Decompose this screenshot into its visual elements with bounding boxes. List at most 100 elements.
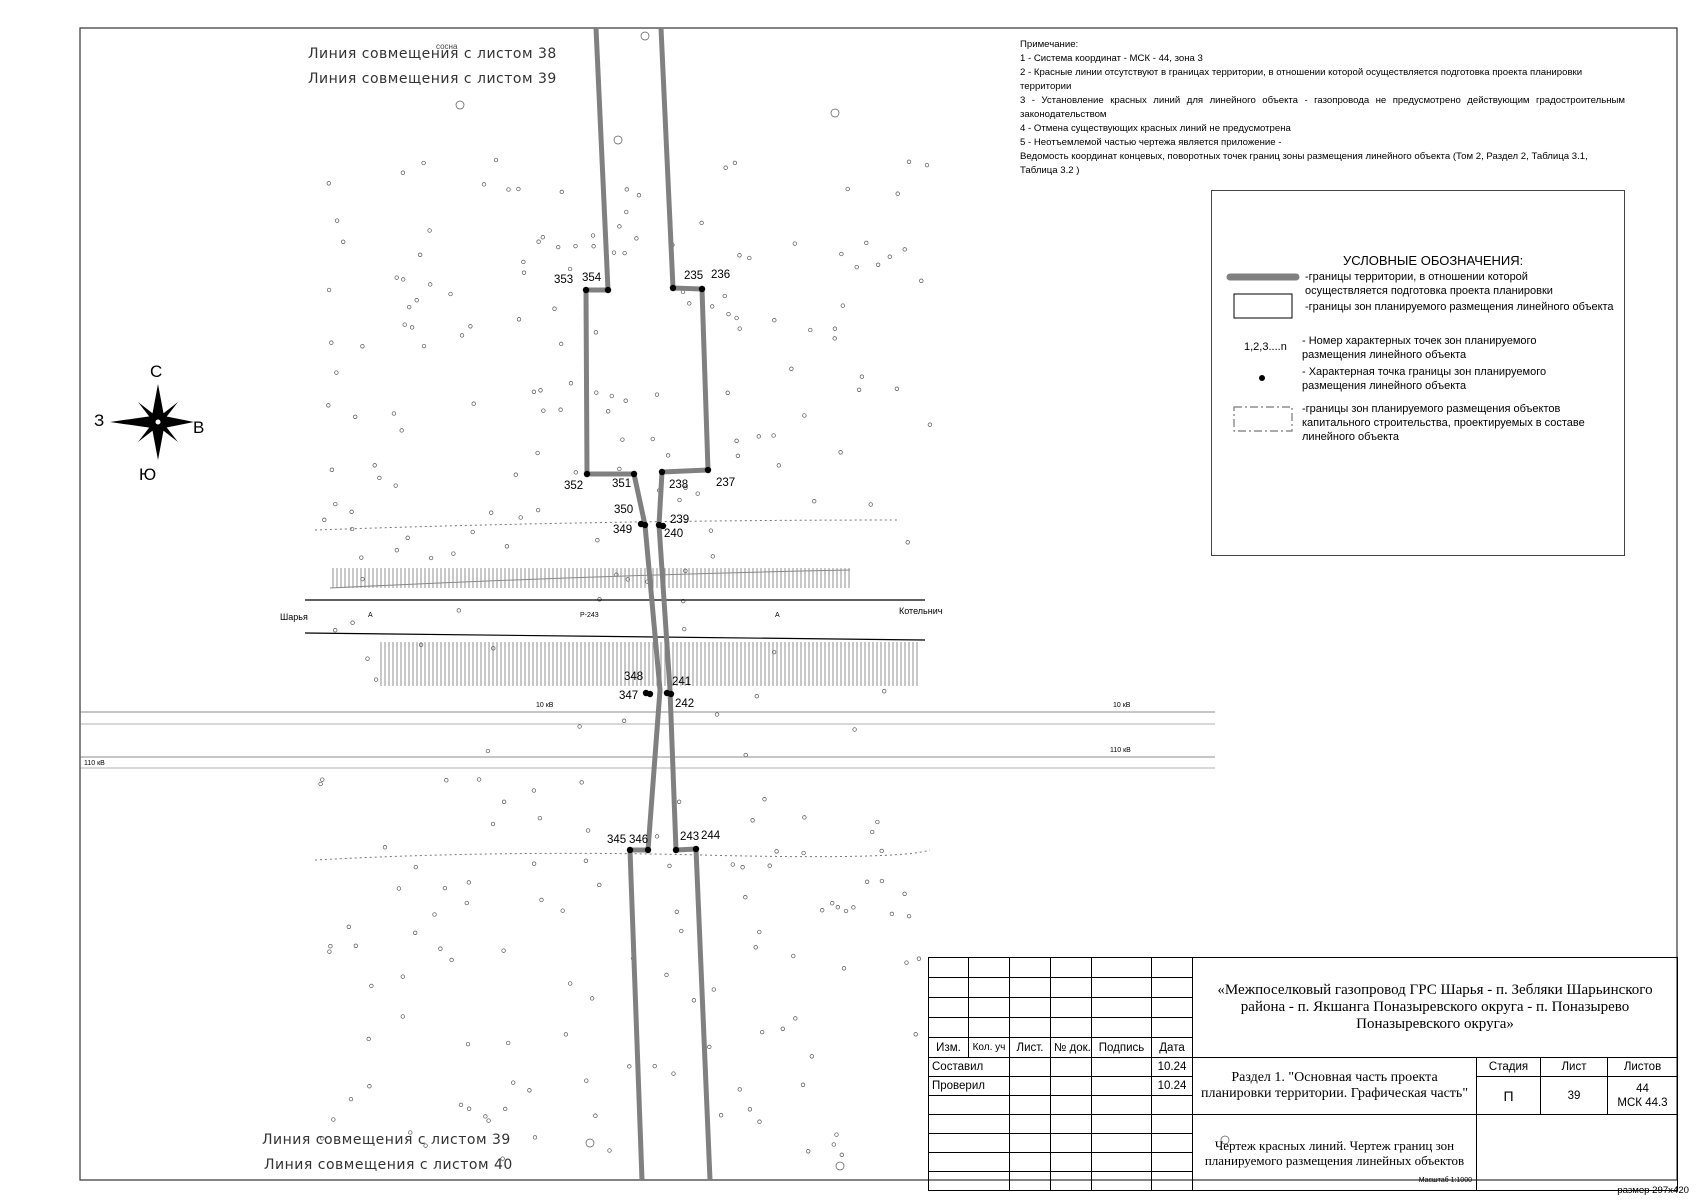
survey-dot (329, 340, 334, 345)
header-izm: Изм. (928, 1037, 969, 1058)
survey-dot (449, 957, 454, 963)
survey-dot (757, 1119, 762, 1124)
survey-dot (320, 777, 325, 782)
survey-dot (501, 948, 506, 953)
compass-south: Ю (139, 465, 157, 484)
point-label: 354 (582, 272, 602, 284)
survey-dot (485, 748, 491, 754)
survey-dot (839, 1152, 844, 1157)
boundary-point (667, 690, 675, 698)
survey-dot (737, 326, 742, 331)
survey-dot (401, 277, 406, 282)
survey-dot (563, 1032, 569, 1037)
survey-dot (808, 327, 813, 333)
point-label: 353 (554, 274, 574, 286)
drawing-title: Чертеж красных линий. Чертеж границ зон … (1204, 1137, 1465, 1168)
boundary-point (641, 521, 649, 529)
boundary-point (658, 468, 666, 476)
point-label: 351 (612, 478, 632, 490)
survey-dot (400, 974, 405, 979)
survey-dot (579, 780, 584, 785)
boundary-point (604, 286, 612, 294)
survey-dot (327, 949, 332, 954)
header-date: Дата (1151, 1037, 1193, 1058)
survey-dot (889, 911, 895, 917)
tree-label: сосна (436, 42, 458, 51)
point-label: 244 (701, 830, 721, 842)
survey-dot (590, 233, 596, 238)
boundary-points (582, 284, 712, 854)
compass-east: В (193, 418, 205, 437)
survey-dot (432, 912, 437, 917)
point-label: 238 (669, 479, 689, 491)
survey-dot (521, 270, 527, 275)
survey-dot (671, 1071, 676, 1076)
survey-circle (455, 100, 465, 110)
legend-point-number-sample: 1,2,3....n (1244, 341, 1287, 353)
survey-dot (584, 1078, 589, 1083)
survey-dot (537, 815, 543, 821)
survey-dot (521, 259, 526, 265)
note-item-2: 2 - Красные линии отсутствуют в границах… (1020, 67, 1583, 92)
survey-dot (859, 374, 865, 379)
survey-dot (501, 799, 507, 804)
survey-dot (400, 170, 406, 175)
note-item-1: 1 - Система координат - МСК - 44, зона 3 (1020, 53, 1203, 64)
survey-dot (714, 712, 720, 717)
note-item-6: Ведомость координат концевых, поворотных… (1020, 151, 1588, 176)
survey-dot (490, 821, 496, 827)
legend-item-territory: -границы территории, в отношении которой… (1305, 271, 1553, 297)
survey-dot (743, 895, 748, 900)
survey-dot (516, 317, 522, 322)
survey-dot (373, 677, 379, 682)
survey-dot (393, 483, 398, 488)
survey-dot (609, 393, 614, 399)
survey-dot (695, 491, 700, 496)
date-checked: 10.24 (1151, 1076, 1193, 1096)
point-label: 350 (614, 504, 634, 516)
survey-dot (470, 529, 475, 535)
survey-dot (535, 450, 540, 456)
survey-dot (593, 1113, 598, 1118)
combine-line-bottom-2: Линия совмещения с листом 40 (264, 1157, 513, 1173)
survey-dot (681, 598, 686, 604)
survey-dot (481, 182, 487, 187)
point-label: 243 (680, 831, 700, 843)
survey-circle (613, 135, 623, 145)
survey-dot (353, 943, 358, 948)
survey-dot (458, 1102, 464, 1108)
project-title: «Межпоселковый газопровод ГРС Шарья - п.… (1191, 957, 1679, 1058)
survey-dot (708, 528, 714, 533)
survey-dot (747, 255, 752, 261)
road-label-left: Шарья (280, 612, 308, 622)
survey-dot (353, 414, 358, 419)
survey-dot (348, 1096, 354, 1102)
zone-boundary-left (583, 27, 663, 1181)
survey-dot (471, 401, 476, 406)
survey-dot (906, 159, 912, 164)
survey-dot (913, 1032, 918, 1037)
survey-dot (506, 1040, 511, 1046)
survey-dot (875, 262, 881, 267)
survey-dot (573, 470, 578, 475)
survey-dot (916, 956, 922, 961)
survey-dot (832, 326, 838, 331)
survey-dot (413, 930, 418, 935)
survey-dot (333, 501, 338, 507)
survey-dot (506, 187, 511, 192)
legend-item-point-number: - Номер характерных точек зон планируемо… (1302, 335, 1537, 361)
survey-dot (691, 998, 697, 1003)
legend-sample-zone (1233, 293, 1293, 319)
survey-dot (459, 333, 465, 338)
survey-dot (567, 266, 573, 272)
survey-dot (503, 1106, 508, 1112)
embankment-upper (329, 568, 851, 589)
survey-dot (747, 1107, 753, 1112)
survey-dot (735, 453, 741, 458)
survey-dot (820, 908, 825, 913)
survey-dot (442, 885, 448, 891)
survey-dot (591, 244, 596, 249)
survey-dot (559, 189, 564, 195)
boundary-point (583, 470, 591, 478)
survey-dot (687, 301, 692, 306)
